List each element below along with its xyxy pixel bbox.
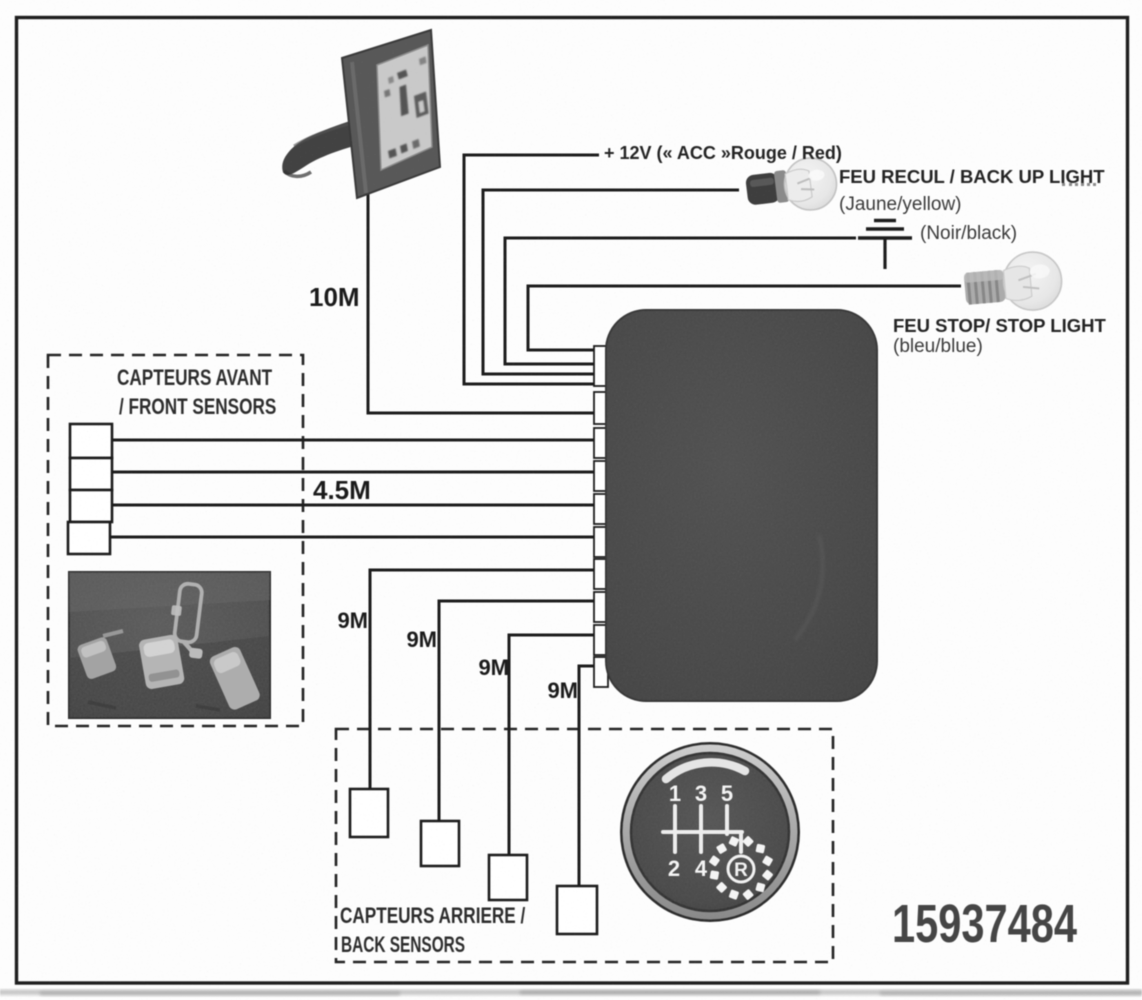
front-sensors-title-line1: CAPTEURS AVANT: [117, 365, 273, 390]
display-cable-length-label: 10M: [309, 282, 360, 312]
back-sensors-title-line2: BACK SENSORS: [341, 932, 466, 957]
backup-light-label: FEU RECUL / BACK UP LIGHT: [839, 166, 1105, 187]
scan-artifact-dots: [1062, 183, 1096, 186]
part-number: 15937484: [892, 894, 1078, 954]
ground-label: (Noir/black): [920, 223, 1018, 244]
stop-light-color-label: (bleu/blue): [893, 336, 983, 357]
rear-cable-length-label-1: 9M: [337, 608, 368, 633]
rear-cable-length-label-3: 9M: [478, 655, 509, 680]
rear-cable-length-label-2: 9M: [406, 627, 437, 652]
front-cable-length-label: 4.5M: [313, 475, 371, 505]
front-sensors-title-line2: / FRONT SENSORS: [119, 394, 277, 419]
back-sensors-title-line1: CAPTEURS ARRIERE /: [340, 903, 526, 928]
rear-cable-length-label-4: 9M: [547, 678, 578, 703]
power-label: + 12V (« ACC »Rouge / Red): [604, 143, 842, 163]
backup-light-color-label: (Jaune/yellow): [839, 194, 962, 215]
stop-light-label: FEU STOP/ STOP LIGHT: [893, 315, 1106, 336]
